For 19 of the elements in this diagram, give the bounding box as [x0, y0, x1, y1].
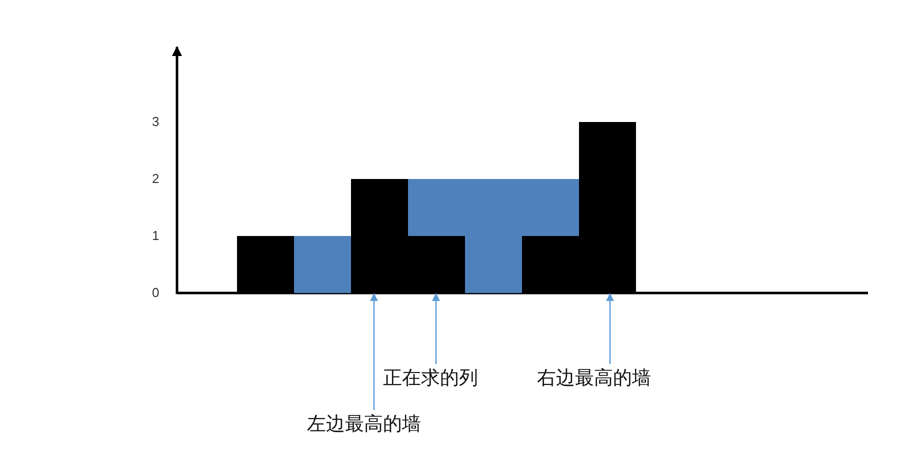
wall-bar [522, 236, 579, 293]
water-bar [465, 179, 522, 293]
wall-bar [408, 236, 465, 293]
arrow [432, 293, 440, 364]
annotation-text: 正在求的列 [383, 367, 478, 389]
water-bar [522, 179, 579, 236]
tick-label: 3 [152, 115, 160, 129]
wall-bar [579, 122, 636, 293]
tick-label: 1 [152, 229, 160, 243]
arrow [370, 293, 378, 410]
arrow [606, 293, 614, 364]
tick-label: 0 [152, 286, 160, 300]
annotation-text: 左边最高的墙 [307, 413, 421, 435]
wall-bar [351, 179, 408, 293]
water-bar [294, 236, 351, 293]
annotation-text: 右边最高的墙 [537, 367, 651, 389]
water-bar [408, 179, 465, 236]
wall-bar [237, 236, 294, 293]
tick-label: 2 [152, 172, 160, 186]
